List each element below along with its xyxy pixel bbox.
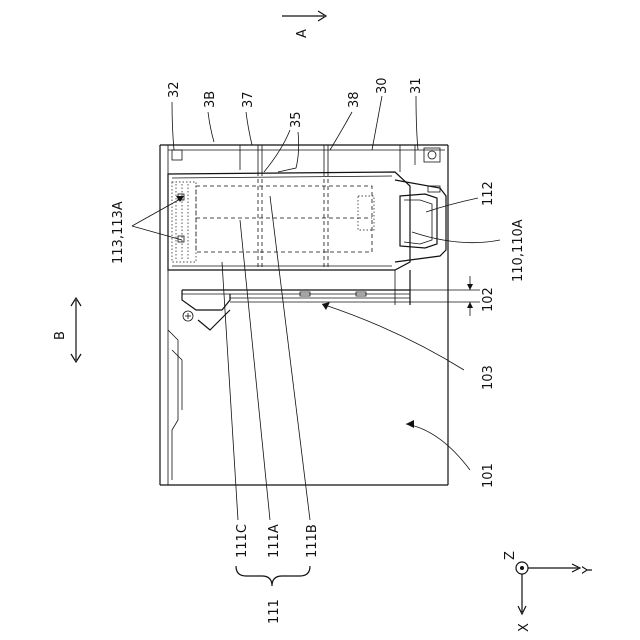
label-110-110a: 110,110A [511,219,526,282]
direction-arrow-b [71,298,81,362]
direction-label-b: B [53,331,68,340]
dimension-102 [410,276,480,316]
upper-frame [168,145,445,172]
lever-112 [395,180,446,262]
label-31: 31 [409,77,424,94]
label-35: 35 [289,111,304,128]
axis-label-x: X [517,623,532,632]
label-38: 38 [347,91,362,108]
label-102: 102 [481,287,496,312]
cartridge [168,172,410,270]
label-103: 103 [481,365,496,390]
axis-label-y: Y [581,566,596,575]
label-3b: 3B [203,91,218,108]
label-113-113a: 113,113A [111,201,126,264]
label-101: 101 [481,463,496,488]
label-30: 30 [375,77,390,94]
label-112: 112 [481,181,496,206]
label-111: 111 [267,599,282,624]
label-111b: 111B [305,524,320,558]
label-111a: 111A [267,524,282,558]
axis-label-z: Z [503,551,518,560]
label-32: 32 [167,81,182,98]
leader-lines [132,96,500,520]
reference-labels: 32 3B 37 35 38 30 31 113,113A 112 110,11… [53,29,596,632]
brace-111 [236,566,310,586]
label-37: 37 [241,91,256,108]
slide-rail [168,270,410,480]
coordinate-axes [516,562,580,614]
direction-label-a: A [295,29,310,38]
direction-arrow-a [282,11,326,21]
label-111c: 111C [235,524,250,558]
